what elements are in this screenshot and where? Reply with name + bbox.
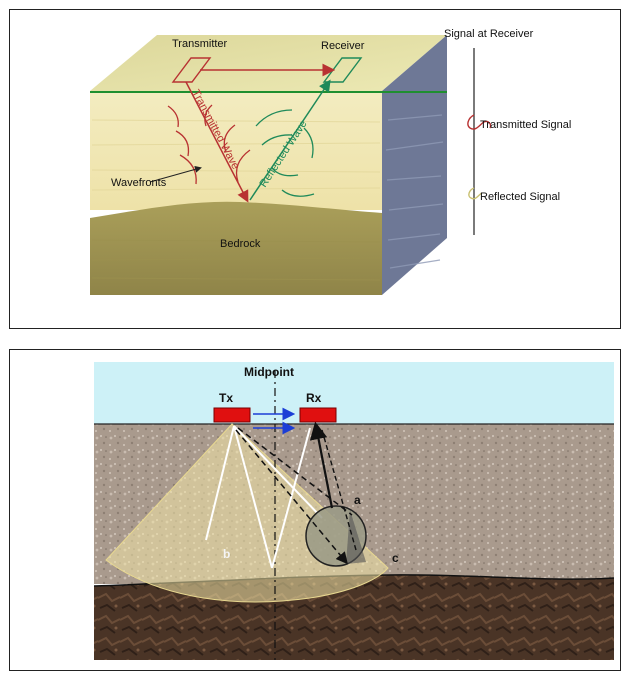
- white-ray-paths: [205, 425, 323, 569]
- tx-label: Tx: [219, 391, 233, 405]
- air-layer: [94, 362, 614, 424]
- gpr-midpoint-diagram: Midpoint Tx Rx a b c: [93, 362, 615, 660]
- receiver-antenna-icon: [322, 57, 363, 83]
- tx-antenna: [213, 407, 251, 423]
- rx-antenna: [299, 407, 337, 423]
- rx-label: Rx: [306, 391, 322, 405]
- transmitter-label: Transmitter: [172, 38, 228, 50]
- bedrock-label: Bedrock: [220, 238, 261, 250]
- transmitter-antenna-icon: [171, 57, 212, 83]
- gpr-block-diagram-panel: Transmitter Receiver Signal at Receiver …: [9, 9, 621, 329]
- gpr-block-diagram: Transmitter Receiver Signal at Receiver …: [90, 28, 571, 295]
- reflected-signal-label: Reflected Signal: [480, 191, 560, 203]
- block-front-face: [90, 91, 382, 210]
- block-top-face: [90, 35, 447, 91]
- reflected-signal-wiggle: [468, 187, 483, 200]
- target-shadow-wedge: [346, 510, 366, 564]
- wavefronts-label: Wavefronts: [111, 177, 167, 189]
- bedrock-layer: [90, 201, 382, 295]
- block-side-face: [382, 35, 447, 295]
- transmitted-signal-wiggle: [467, 114, 492, 130]
- transmitted-wave-arrow: [185, 81, 249, 203]
- wavefronts-pointer-arrow: [149, 165, 202, 183]
- reflected-ray-arrow: [309, 421, 334, 509]
- b-label: b: [223, 547, 230, 561]
- transmitted-signal-label: Transmitted Signal: [480, 119, 571, 131]
- reflected-dashed-path: [321, 429, 357, 551]
- reflected-wave-arrow: [249, 79, 331, 201]
- c-label: c: [392, 551, 399, 565]
- gpr-midpoint-diagram-panel: Midpoint Tx Rx a b c: [9, 349, 621, 671]
- a-label: a: [354, 493, 361, 507]
- receiver-label: Receiver: [321, 40, 365, 52]
- dashed-ray-path-2: [237, 427, 353, 516]
- signal-at-receiver-label: Signal at Receiver: [444, 28, 534, 40]
- transmitted-wavefronts: [167, 104, 251, 185]
- dashed-ray-path-1: [235, 429, 348, 565]
- reflected-wavefronts: [255, 109, 315, 197]
- midpoint-label: Midpoint: [244, 365, 294, 379]
